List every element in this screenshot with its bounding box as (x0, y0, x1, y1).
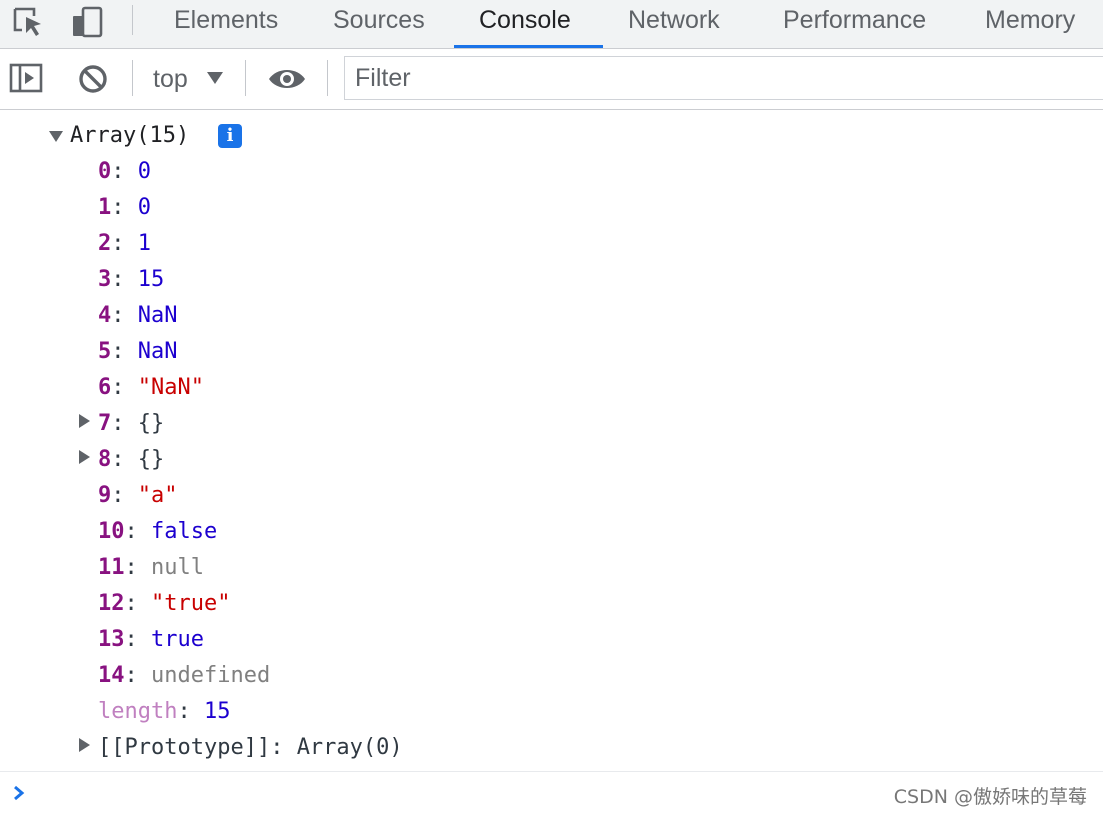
tab-bar-separator (132, 5, 133, 35)
live-expression-eye-icon[interactable] (267, 66, 307, 97)
tab-sources[interactable]: Sources (333, 6, 425, 34)
toolbar-separator (245, 60, 246, 96)
entry-value: false (151, 519, 218, 544)
expand-triangle-icon[interactable] (79, 414, 90, 428)
filter-input[interactable] (344, 56, 1103, 100)
prototype-value: Array(0) (296, 735, 403, 760)
entry-key: 11 (98, 555, 125, 580)
entry-value: 0 (137, 159, 151, 184)
tab-memory[interactable]: Memory (985, 6, 1076, 34)
entry-key: 13 (98, 627, 125, 652)
entry-value: NaN (137, 339, 178, 364)
entry-key: 8 (98, 447, 112, 472)
expand-triangle-icon[interactable] (79, 450, 90, 464)
entry-key: 10 (98, 519, 125, 544)
active-tab-indicator (454, 45, 603, 48)
devtools-tab-bar: Elements Sources Console Network Perform… (0, 0, 1103, 49)
entry-key: 7 (98, 411, 112, 436)
array-entry: 12: "true" (98, 591, 231, 616)
array-entry: 2: 1 (98, 231, 151, 256)
prototype-row[interactable]: [[Prototype]]: Array(0) (98, 735, 403, 760)
entry-key: 9 (98, 483, 112, 508)
console-toolbar: top (0, 49, 1103, 110)
length-row: length: 15 (98, 699, 231, 724)
array-entry[interactable]: 7: {} (98, 411, 165, 436)
prototype-key: [[Prototype]] (98, 735, 271, 760)
prompt-separator (0, 771, 1103, 772)
console-prompt-icon[interactable] (10, 781, 28, 810)
array-entry: 3: 15 (98, 267, 165, 292)
array-entry: 11: null (98, 555, 204, 580)
array-entry[interactable]: 8: {} (98, 447, 165, 472)
sidebar-toggle-icon[interactable] (9, 63, 45, 100)
entry-value: "true" (151, 591, 231, 616)
entry-key: 5 (98, 339, 112, 364)
entry-value: {} (137, 411, 165, 436)
array-entry: 1: 0 (98, 195, 151, 220)
entry-value: 0 (137, 195, 151, 220)
entry-value: "a" (137, 483, 178, 508)
info-icon[interactable]: i (218, 124, 242, 148)
entry-key: 14 (98, 663, 125, 688)
tab-elements[interactable]: Elements (174, 6, 279, 34)
entry-key: 4 (98, 303, 112, 328)
collapse-triangle-icon[interactable] (49, 131, 63, 142)
toolbar-separator (327, 60, 328, 96)
array-entry: 13: true (98, 627, 204, 652)
toolbar-separator (132, 60, 133, 96)
entry-key: 12 (98, 591, 125, 616)
entry-value: {} (137, 447, 165, 472)
entry-value: true (151, 627, 204, 652)
entry-value: null (151, 555, 204, 580)
length-value: 15 (203, 699, 231, 724)
array-header-text: Array(15) (70, 123, 190, 148)
array-entry: 6: "NaN" (98, 375, 204, 400)
entry-value: 1 (137, 231, 151, 256)
array-entry: 5: NaN (98, 339, 178, 364)
watermark: CSDN @傲娇味的草莓 (893, 786, 1087, 808)
entry-key: 0 (98, 159, 112, 184)
array-entry: 10: false (98, 519, 218, 544)
device-toolbar-icon[interactable] (70, 4, 106, 40)
entry-key: 1 (98, 195, 112, 220)
entry-key: 2 (98, 231, 112, 256)
entry-value: 15 (137, 267, 165, 292)
tab-console[interactable]: Console (479, 6, 571, 34)
array-entry: 9: "a" (98, 483, 178, 508)
array-entry: 4: NaN (98, 303, 178, 328)
entry-value: undefined (151, 663, 271, 688)
entry-key: 3 (98, 267, 112, 292)
entry-key: 6 (98, 375, 112, 400)
array-header[interactable]: Array(15) (70, 118, 189, 154)
tab-network[interactable]: Network (628, 6, 720, 34)
inspect-element-icon[interactable] (10, 4, 46, 40)
expand-triangle-icon[interactable] (79, 738, 90, 752)
entry-value: "NaN" (137, 375, 204, 400)
context-selector[interactable]: top (153, 65, 188, 93)
array-entry: 0: 0 (98, 159, 151, 184)
clear-console-icon[interactable] (76, 62, 110, 101)
tab-performance[interactable]: Performance (783, 6, 927, 34)
length-key: length (98, 699, 178, 724)
array-entry: 14: undefined (98, 663, 271, 688)
entry-value: NaN (137, 303, 178, 328)
context-dropdown-icon[interactable] (207, 71, 223, 90)
